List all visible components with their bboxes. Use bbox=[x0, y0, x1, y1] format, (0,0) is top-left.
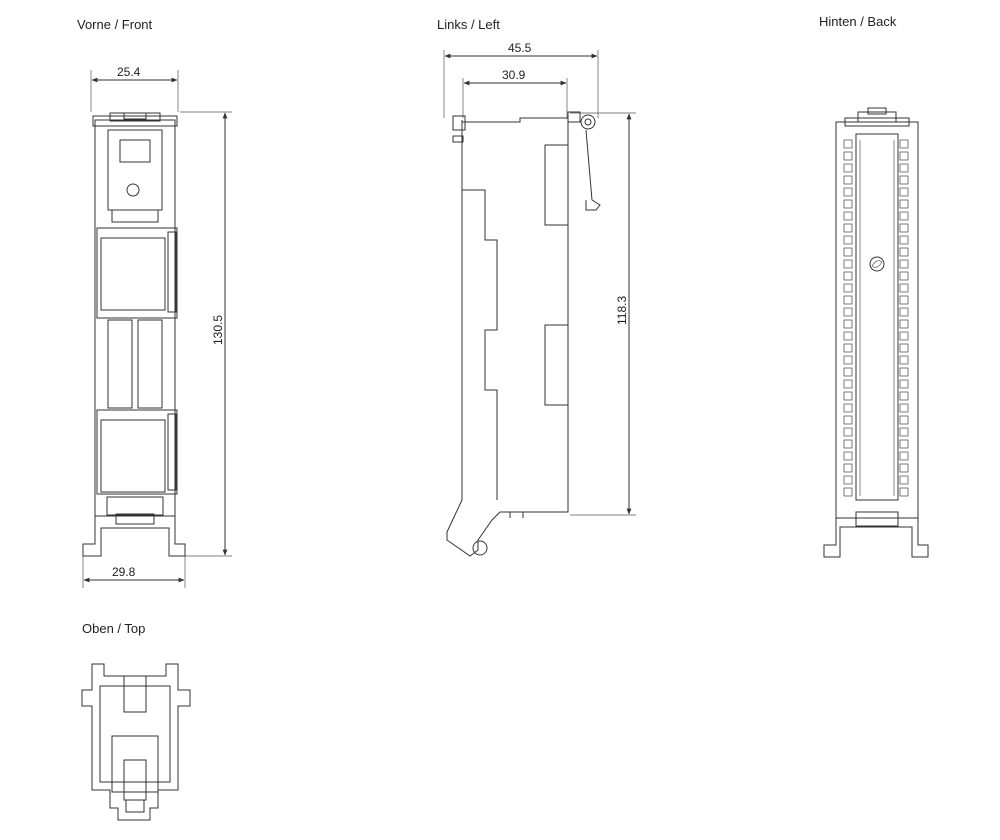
front-dim-top: 25.4 bbox=[117, 65, 141, 79]
contact-square bbox=[843, 475, 853, 485]
contact-square bbox=[899, 223, 909, 233]
contact-square bbox=[899, 211, 909, 221]
front-view: Vorne / Front 25.4 130.5 29.8 bbox=[77, 17, 232, 588]
front-dim-bottom: 29.8 bbox=[112, 565, 136, 579]
left-view: Links / Left 45.5 30.9 118.3 bbox=[437, 17, 636, 557]
contact-square bbox=[843, 391, 853, 401]
contact-square bbox=[899, 199, 909, 209]
left-dim-inner: 30.9 bbox=[502, 68, 526, 82]
contact-square bbox=[843, 331, 853, 341]
contact-square bbox=[899, 427, 909, 437]
contact-square bbox=[899, 151, 909, 161]
contact-square bbox=[899, 271, 909, 281]
contact-square bbox=[843, 175, 853, 185]
contact-square bbox=[843, 415, 853, 425]
contact-square bbox=[843, 379, 853, 389]
contact-square bbox=[843, 163, 853, 173]
contact-square bbox=[899, 331, 909, 341]
left-dim-height: 118.3 bbox=[615, 296, 629, 325]
contact-square bbox=[843, 463, 853, 473]
contact-square bbox=[899, 175, 909, 185]
contact-square bbox=[843, 247, 853, 257]
contact-square bbox=[899, 487, 909, 497]
contact-square bbox=[899, 319, 909, 329]
contact-square bbox=[899, 139, 909, 149]
left-view-title: Links / Left bbox=[437, 17, 500, 32]
contact-square bbox=[899, 403, 909, 413]
contact-square bbox=[843, 439, 853, 449]
contact-square bbox=[843, 451, 853, 461]
contact-square bbox=[843, 151, 853, 161]
contact-square bbox=[899, 187, 909, 197]
contact-square bbox=[843, 139, 853, 149]
contact-square bbox=[899, 415, 909, 425]
contact-square bbox=[843, 271, 853, 281]
back-contact-squares bbox=[843, 139, 909, 497]
contact-square bbox=[843, 295, 853, 305]
contact-square bbox=[843, 283, 853, 293]
contact-square bbox=[899, 307, 909, 317]
contact-square bbox=[843, 367, 853, 377]
top-body bbox=[81, 663, 191, 821]
back-view: Hinten / Back bbox=[819, 14, 929, 558]
contact-square bbox=[843, 355, 853, 365]
left-dim-total: 45.5 bbox=[508, 41, 532, 55]
contact-square bbox=[843, 223, 853, 233]
contact-square bbox=[899, 391, 909, 401]
logo-icon bbox=[869, 256, 885, 272]
latch-ring bbox=[580, 114, 596, 130]
contact-square bbox=[899, 379, 909, 389]
contact-square bbox=[843, 235, 853, 245]
contact-square bbox=[899, 163, 909, 173]
contact-square bbox=[843, 211, 853, 221]
contact-square bbox=[843, 307, 853, 317]
contact-square bbox=[899, 475, 909, 485]
back-feet bbox=[823, 518, 929, 558]
contact-square bbox=[843, 427, 853, 437]
contact-square bbox=[899, 235, 909, 245]
contact-square bbox=[899, 367, 909, 377]
left-body bbox=[446, 117, 569, 557]
front-dim-height: 130.5 bbox=[211, 315, 225, 345]
contact-square bbox=[899, 295, 909, 305]
front-feet bbox=[82, 516, 186, 557]
contact-square bbox=[899, 439, 909, 449]
front-view-title: Vorne / Front bbox=[77, 17, 153, 32]
contact-square bbox=[843, 487, 853, 497]
contact-square bbox=[843, 199, 853, 209]
contact-square bbox=[899, 247, 909, 257]
contact-square bbox=[843, 403, 853, 413]
top-view-title: Oben / Top bbox=[82, 621, 145, 636]
contact-square bbox=[899, 259, 909, 269]
contact-square bbox=[899, 283, 909, 293]
contact-square bbox=[843, 259, 853, 269]
contact-square bbox=[899, 355, 909, 365]
contact-square bbox=[843, 343, 853, 353]
top-view: Oben / Top bbox=[81, 621, 191, 821]
contact-square bbox=[843, 187, 853, 197]
back-view-title: Hinten / Back bbox=[819, 14, 897, 29]
contact-square bbox=[843, 319, 853, 329]
contact-square bbox=[899, 463, 909, 473]
contact-square bbox=[899, 343, 909, 353]
contact-square bbox=[899, 451, 909, 461]
